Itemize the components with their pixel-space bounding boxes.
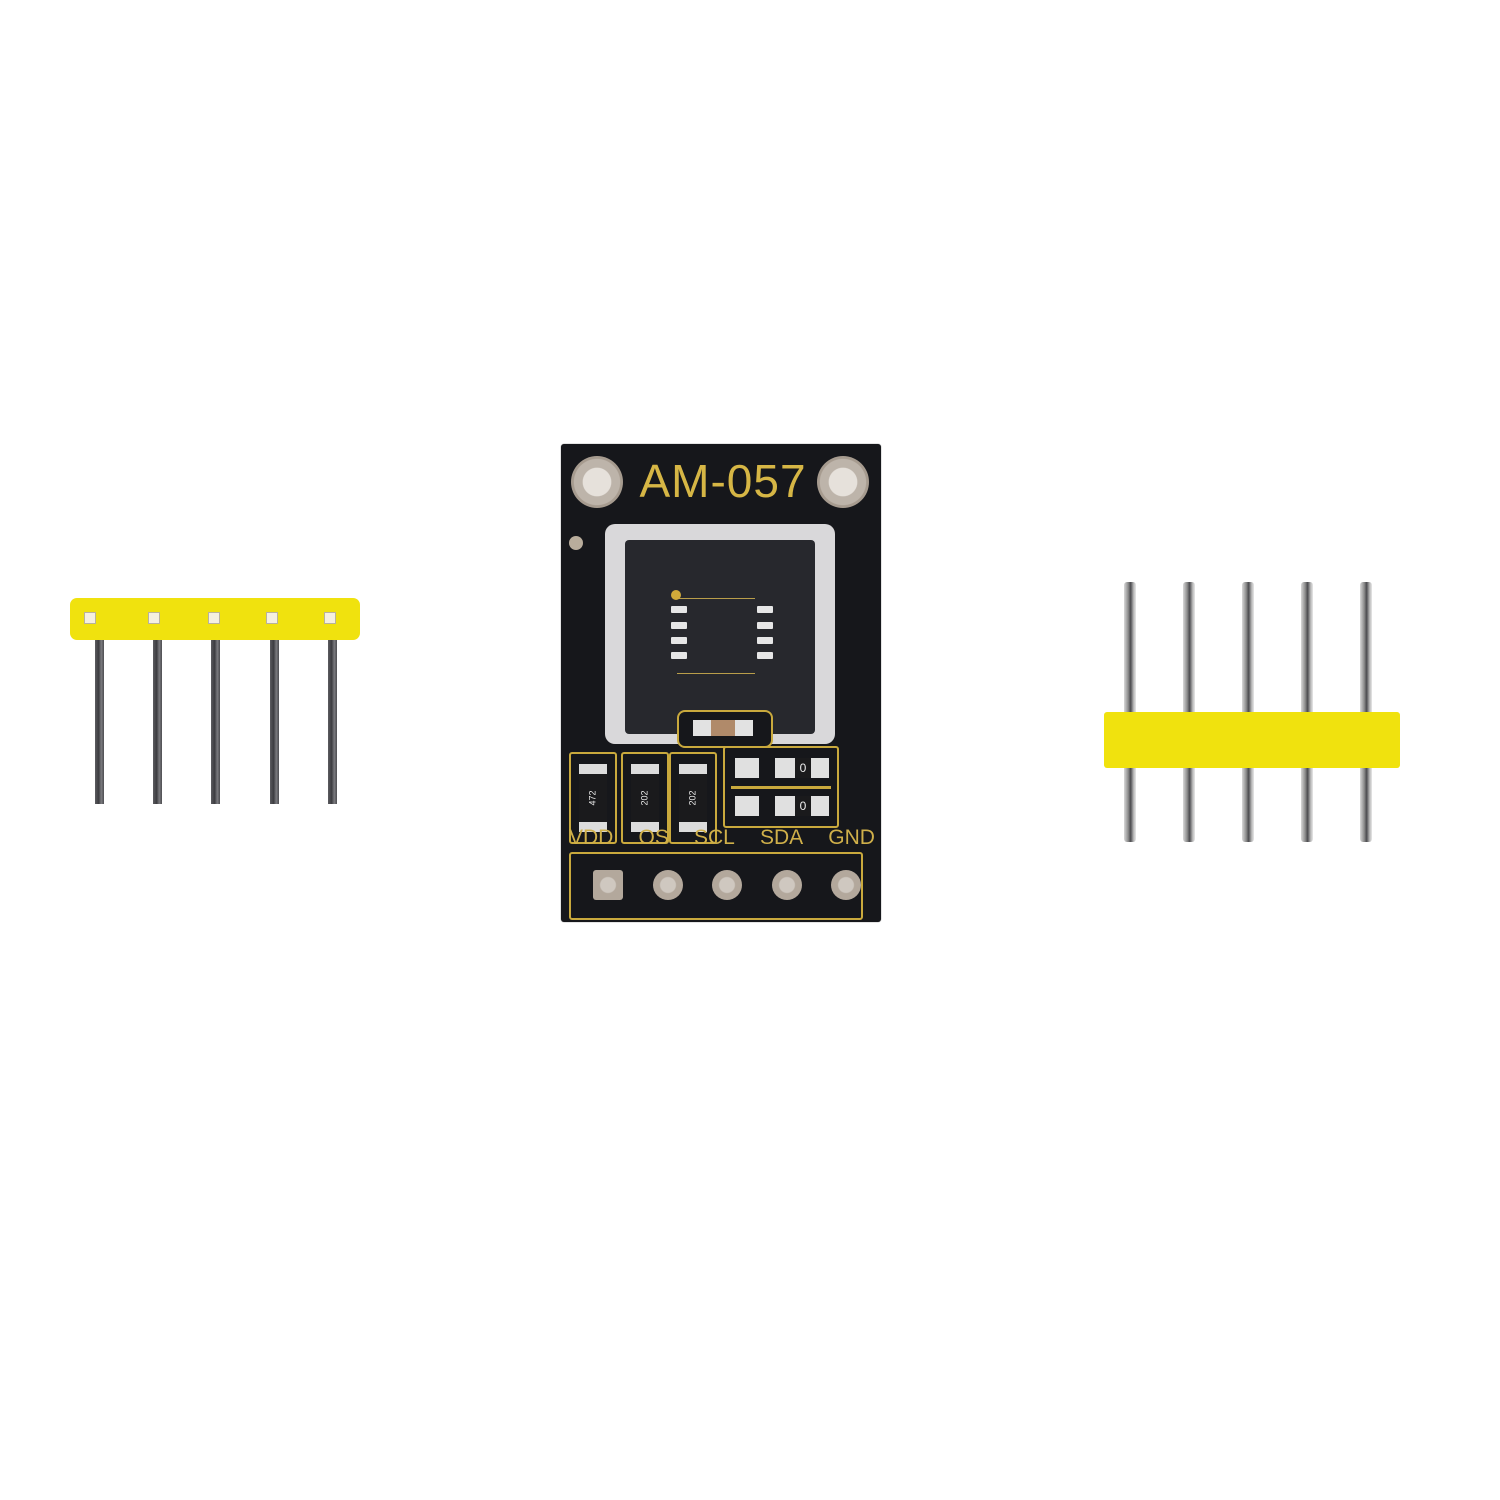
sensor-module-pcb: AM-057 472 202 202 0 (561, 444, 881, 922)
pin-tip (84, 612, 96, 624)
pin-label-sda: SDA (759, 826, 804, 849)
chip-pad (671, 637, 687, 644)
through-hole-scl (712, 870, 742, 900)
resistor-body: 202 (631, 764, 659, 832)
chip-pad (757, 637, 773, 644)
pin-label-vdd: VDD (569, 826, 614, 849)
pin-label-scl: SCL (693, 826, 735, 849)
through-hole-sda (772, 870, 802, 900)
jumper-pad (811, 758, 829, 778)
header-plastic-strip (1104, 712, 1400, 768)
through-hole-gnd (831, 870, 861, 900)
jumper-marking: 0 (795, 758, 811, 778)
pin-connector-footprint (569, 852, 863, 920)
jumper-pad (735, 796, 759, 816)
jumper-block: 0 0 (723, 746, 839, 828)
resistor-r2: 202 (621, 752, 669, 844)
chip-pad (671, 652, 687, 659)
pin-tip (324, 612, 336, 624)
trace-divider (731, 786, 831, 789)
jumper-pad (811, 796, 829, 816)
capacitor (677, 710, 773, 748)
through-hole-vdd (593, 870, 623, 900)
chip-pad (757, 622, 773, 629)
header-pin (270, 640, 279, 804)
pin-tip (208, 612, 220, 624)
header-pin (211, 640, 220, 804)
sensor-chip (669, 590, 773, 674)
resistor-r3: 202 (669, 752, 717, 844)
pin-labels: VDD OS SCL SDA GND (569, 826, 875, 850)
chip-pad (757, 606, 773, 613)
pin1-marker (671, 590, 681, 600)
capacitor-center (711, 720, 735, 736)
fiducial-dot (569, 536, 583, 550)
resistor-r1: 472 (569, 752, 617, 844)
pin-label-gnd: GND (828, 826, 875, 849)
header-pin (153, 640, 162, 804)
straight-pin-header (1100, 582, 1400, 844)
right-angle-pin-header (68, 598, 360, 808)
sensor-area (625, 540, 815, 734)
chip-outline (677, 598, 755, 674)
jumper-1: 0 (735, 756, 831, 780)
mounting-hole-right (817, 456, 869, 508)
through-hole-os (653, 870, 683, 900)
board-label: AM-057 (639, 455, 807, 507)
pin-label-os: OS (638, 826, 669, 849)
header-pin (328, 640, 337, 804)
chip-pad (757, 652, 773, 659)
resistor-body: 472 (579, 764, 607, 832)
jumper-pad (775, 758, 795, 778)
pin-tip (148, 612, 160, 624)
header-pin (95, 640, 104, 804)
chip-pad (671, 622, 687, 629)
jumper-2: 0 (735, 794, 831, 818)
resistor-body: 202 (679, 764, 707, 832)
jumper-pad (775, 796, 795, 816)
pin-tip (266, 612, 278, 624)
mounting-hole-left (571, 456, 623, 508)
jumper-marking: 0 (795, 796, 811, 816)
jumper-pad (735, 758, 759, 778)
chip-pad (671, 606, 687, 613)
